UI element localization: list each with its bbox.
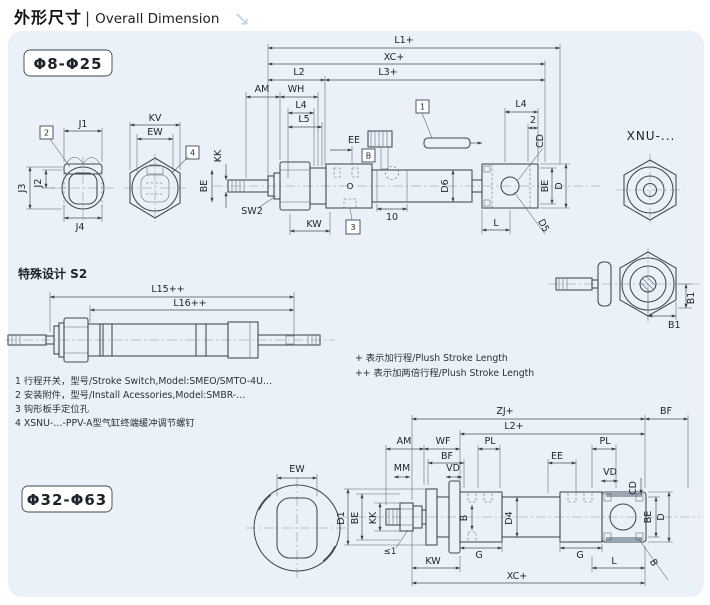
dim-label-l4-right: L4 [515, 99, 526, 110]
bottom-view-dimensions: ZJ+ BF L2+ AM WF PL PL BF EE MM VD VD CD [336, 406, 689, 586]
page-header: 外形尺寸 | Overall Dimension ↘ [14, 4, 251, 30]
dim-label-b-mid: B [459, 515, 470, 522]
dim-label-d1: D1 [336, 511, 347, 524]
series-label-xnu: XNU-... [627, 129, 676, 143]
dim-label-bf-mid: BF [441, 451, 453, 462]
dim-label-kw-bottom: KW [425, 556, 441, 567]
rear-hex-view: XNU-... [616, 129, 684, 226]
dim-label-l5: L5 [298, 114, 309, 125]
dim-label-xc-top: XC+ [384, 52, 404, 63]
corner-arrow-icon: ↘ [233, 6, 251, 30]
bottom-end-view-ew: EW [246, 464, 348, 578]
end-view-hex-front: KV EW 4 [124, 113, 200, 222]
bottom-range-badge: Φ32-Φ63 [21, 485, 113, 513]
dim-label-l16: L16++ [173, 298, 206, 309]
dim-label-wf: WF [436, 436, 451, 447]
bottom-main-view [338, 480, 700, 554]
dim-label-l-bottom: L [611, 556, 617, 567]
dim-label-j4: J4 [75, 222, 85, 233]
dim-label-zj: ZJ+ [496, 406, 513, 417]
dim-label-l15: L15++ [151, 284, 184, 295]
dim-label-kv: KV [149, 113, 162, 124]
marker-b-box: B [366, 152, 372, 161]
dim-label-be-right-top: BE [540, 180, 551, 193]
dim-label-ee-bottom: EE [551, 451, 563, 462]
callout-1: 1 [420, 103, 425, 112]
dim-label-cd-top: CD [535, 134, 546, 148]
dim-label-2: 2 [530, 115, 536, 126]
rod-nut-detail: B1 B1 [548, 248, 700, 331]
dim-label-vd-left: VD [446, 463, 460, 474]
page-title-zh: 外形尺寸 [14, 8, 83, 27]
dim-label-band-10: 10 [386, 212, 398, 223]
dim-label-l2-top: L2 [293, 67, 304, 78]
dim-label-j3: J3 [17, 184, 28, 194]
dim-label-g-right: G [576, 550, 583, 561]
dim-label-am-bottom: AM [397, 436, 412, 447]
top-view-dimensions: L1+ XC+ L2 L3+ AM WH L4 L5 EE KK BE [199, 35, 570, 235]
dim-label-am-top: AM [255, 84, 270, 95]
top-range-label: Φ8-Φ25 [33, 55, 102, 73]
dim-label-vd-right: VD [603, 467, 617, 478]
dim-label-j1: J1 [78, 119, 88, 130]
tolerance-label: ≤1 [384, 547, 397, 557]
dim-label-g-left: G [475, 550, 482, 561]
dim-label-b-right: B [647, 557, 660, 568]
dim-label-l2-bottom: L2+ [504, 421, 523, 432]
dim-label-ew-top: EW [147, 127, 163, 138]
dim-label-d-bottom: D [656, 513, 667, 520]
dim-label-l3: L3+ [378, 67, 397, 78]
content-panel [8, 31, 704, 597]
note-1: 1 行程开关，型号/Stroke Switch,Model:SMEO/SMTO-… [15, 375, 272, 387]
dim-label-l-top: L [493, 218, 499, 229]
callout-2: 2 [44, 129, 49, 138]
top-range-badge: Φ8-Φ25 [23, 49, 113, 77]
stroke-note-plusplus: ++ 表示加两倍行程/Plush Stroke Length [355, 367, 534, 379]
dim-label-l1: L1+ [394, 35, 413, 46]
dim-label-d6: D6 [440, 179, 451, 192]
dim-label-bf-top: BF [660, 406, 672, 417]
dim-label-j2: J2 [33, 179, 44, 189]
dim-label-mm: MM [394, 463, 410, 474]
notes-block: 1 行程开关，型号/Stroke Switch,Model:SMEO/SMTO-… [15, 352, 534, 429]
dim-label-d-top: D [554, 182, 565, 189]
dim-label-sw2: SW2 [241, 206, 262, 217]
callout-4: 4 [190, 149, 195, 158]
dim-label-kk-bottom: KK [368, 511, 379, 524]
dim-label-kw-top: KW [306, 219, 322, 230]
bottom-range-label: Φ32-Φ63 [27, 491, 107, 509]
wrench-flats-sketch [65, 156, 84, 165]
dim-label-be-left-top: BE [199, 180, 210, 193]
dim-label-be-right-bottom: BE [643, 511, 654, 524]
dim-label-kk-top: KK [213, 149, 224, 162]
stroke-note-plus: + 表示加行程/Plush Stroke Length [355, 352, 508, 364]
dim-label-ew-bottom: EW [289, 464, 305, 475]
dim-label-be-left-bottom: BE [350, 512, 361, 525]
callout-3: 3 [350, 223, 355, 232]
dim-label-b1-vertical: B1 [686, 292, 697, 305]
dim-label-xc-bottom: XC+ [507, 571, 527, 582]
dim-label-b1-horizontal: B1 [668, 320, 681, 331]
page-title-en: Overall Dimension [95, 11, 220, 27]
dim-label-ee-top: EE [348, 135, 360, 146]
title-divider: | [85, 9, 91, 27]
end-view-j: J1 J2 J3 J4 2 [17, 119, 114, 233]
dim-label-pl-right: PL [599, 436, 611, 447]
dim-label-pl-left: PL [484, 436, 496, 447]
note-2: 2 安装附件，型号/Install Acessories,Model:SMBR-… [15, 389, 245, 401]
dim-label-wh: WH [288, 84, 305, 95]
main-side-view: B 1 [213, 99, 600, 211]
dim-label-d4: D4 [504, 511, 515, 524]
s2-section: 特殊设计 S2 L15++ L16++ [5, 266, 335, 363]
s2-title: 特殊设计 S2 [18, 266, 87, 281]
note-3: 3 钩形板手定位孔 [15, 403, 89, 415]
dim-label-cd-bottom: CD [628, 481, 639, 495]
dim-label-l4-top: L4 [295, 100, 306, 111]
note-4: 4 XSNU-…-PPV-A型气缸终端缓冲调节螺钉 [15, 417, 195, 429]
